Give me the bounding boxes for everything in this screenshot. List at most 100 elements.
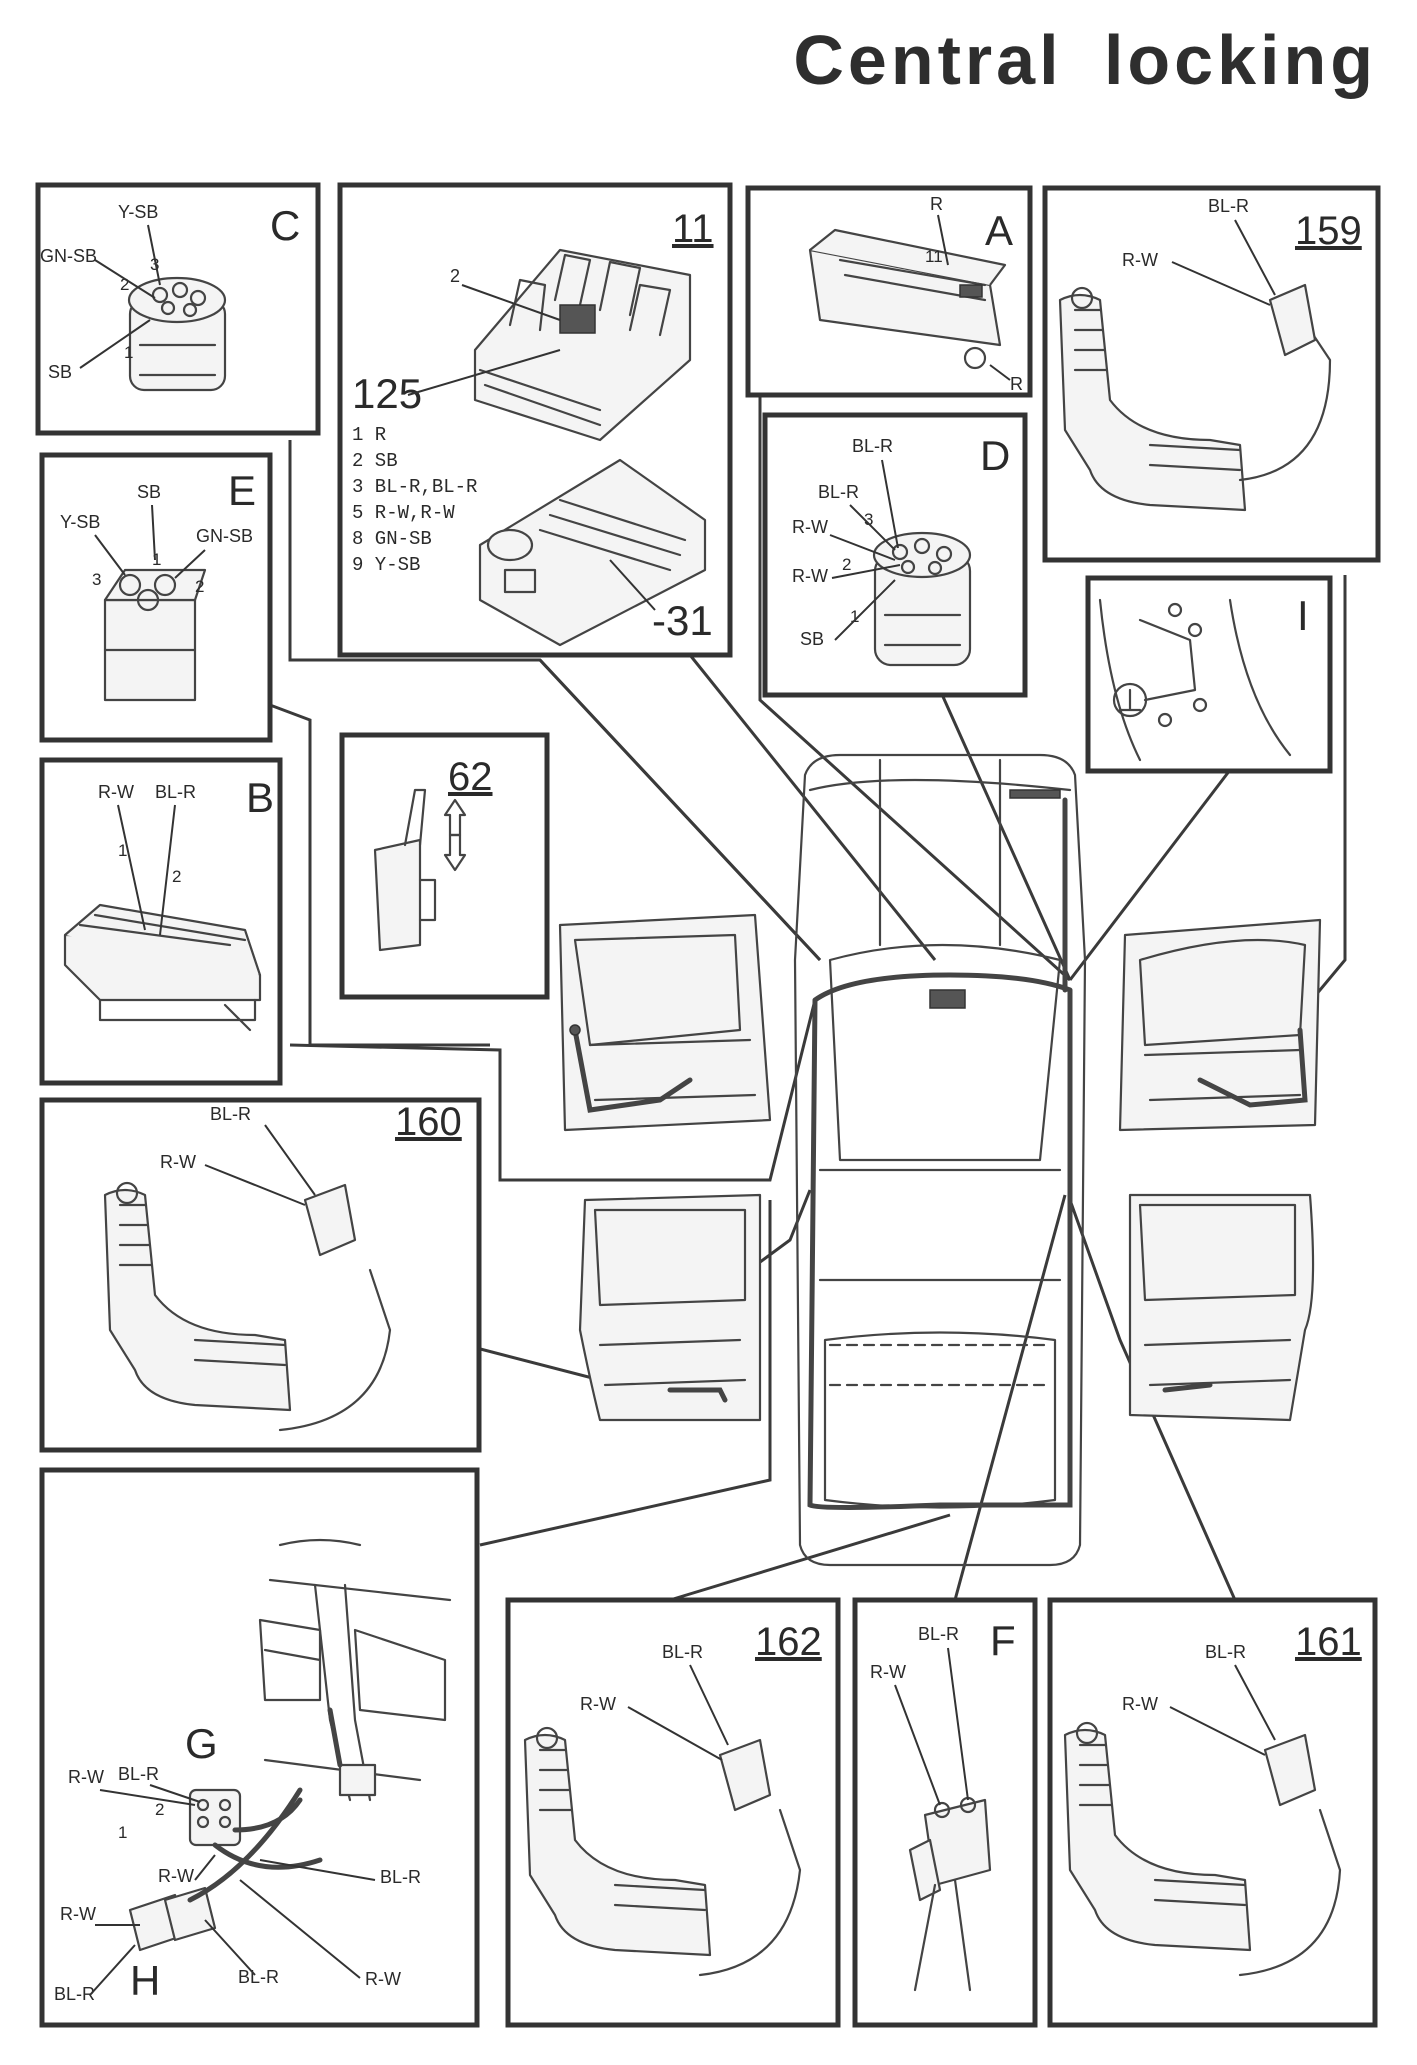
callout-number: -31	[652, 597, 713, 644]
door-post-drawing	[1098, 598, 1292, 762]
lock-actuator-drawing	[1063, 1721, 1342, 1977]
rear-left-door	[578, 1193, 762, 1422]
legend-line: 5 R-W,R-W	[352, 502, 455, 524]
panel-d-letter: D	[980, 432, 1010, 479]
front-left-door	[558, 913, 772, 1132]
pin-number: 2	[155, 1800, 164, 1819]
pin-number: 3	[864, 510, 873, 529]
connector-g-drawing	[188, 1788, 242, 1847]
panel-f-letter: F	[990, 1617, 1016, 1664]
panel-161-number: 161	[1295, 1620, 1362, 1664]
wire-label: GN-SB	[40, 246, 97, 266]
wire-label: SB	[137, 482, 161, 502]
page-title: Central locking	[793, 21, 1377, 99]
rectangular-connector-b	[63, 903, 262, 1032]
panel-161: 161 BL-R R-W	[1047, 1597, 1378, 2028]
pin-number: 3	[92, 570, 101, 589]
pin-number: 3	[150, 255, 159, 274]
legend-line: 3 BL-R,BL-R	[352, 476, 477, 498]
rectangular-connector-a	[808, 228, 1007, 370]
pin-number: 2	[195, 577, 204, 596]
panel-i: I	[1085, 575, 1333, 774]
round-connector-d	[872, 531, 972, 667]
wire-label: R-W	[792, 517, 828, 537]
wire-label: SB	[48, 362, 72, 382]
pin-number: 11	[925, 247, 943, 266]
pin-number: 1	[152, 550, 161, 569]
panel-f: F BL-R R-W	[852, 1597, 1038, 2028]
wire-label: R-W	[60, 1904, 96, 1924]
panel-c: C Y-SB GN-SB SB 3 2 1	[35, 182, 321, 436]
tailgate-drawing	[258, 1538, 452, 1802]
panel-b: B R-W BL-R 1 2	[39, 757, 283, 1086]
panel-a-letter: A	[985, 207, 1013, 254]
panel-62-number: 62	[448, 755, 493, 799]
wire-label: BL-R	[852, 436, 893, 456]
car-outline	[793, 753, 1087, 1567]
panel-159: 159 BL-R R-W	[1042, 185, 1381, 563]
wire-label: BL-R	[1205, 1642, 1246, 1662]
wire-label: BL-R	[918, 1624, 959, 1644]
pin-number: 1	[850, 607, 859, 626]
panel-a: A R 11 R	[745, 185, 1033, 398]
legend-line: 2 SB	[352, 450, 398, 472]
panel-162: 162 BL-R R-W	[505, 1597, 841, 2028]
wire-label: R-W	[1122, 250, 1158, 270]
wire-label: Y-SB	[60, 512, 100, 532]
wire-label: BL-R	[818, 482, 859, 502]
wire-label: R-W	[365, 1969, 401, 1989]
square-connector-e	[103, 568, 207, 702]
panel-g-letter: G	[185, 1720, 218, 1767]
panel-160: 160 BL-R R-W	[39, 1097, 482, 1453]
fuse-panel-drawing	[478, 458, 707, 647]
panel-h-letter: H	[130, 1957, 160, 2004]
relay-box-drawing	[473, 248, 692, 442]
door-switch-drawing	[373, 788, 467, 952]
wire-label: BL-R	[380, 1867, 421, 1887]
wire-label: R-W	[68, 1767, 104, 1787]
legend-line: 8 GN-SB	[352, 528, 432, 550]
panel-b-letter: B	[246, 774, 274, 821]
pin-number: 1	[118, 1823, 127, 1842]
wire-label: R-W	[580, 1694, 616, 1714]
lock-actuator-drawing	[523, 1726, 802, 1977]
connector-h-drawing	[128, 1886, 217, 1952]
panel-g: G H R-W BL-R 2 1 R-W R-W BL-R BL-R R-W	[39, 1467, 480, 2028]
round-connector-c	[127, 276, 227, 392]
lock-actuator-drawing	[103, 1181, 392, 1432]
panel-c-letter: C	[270, 202, 300, 249]
panel-11-fusebox: 11 2 125 -31 1 R 2 SB 3 BL-R,BL-R 5 R-W,…	[337, 182, 733, 658]
lock-actuator-drawing	[1058, 283, 1332, 512]
panel-159-number: 159	[1295, 209, 1362, 253]
panel-62: 62	[339, 732, 550, 1000]
wire-label: R-W	[870, 1662, 906, 1682]
wire-label: BL-R	[1208, 196, 1249, 216]
wire-label: Y-SB	[118, 202, 158, 222]
wire-label: GN-SB	[196, 526, 253, 546]
panel-d: D BL-R BL-R R-W R-W SB 3 2 1	[762, 412, 1028, 698]
panel-e: E SB Y-SB GN-SB 1 3 2	[39, 452, 273, 743]
wire-legend: 1 R 2 SB 3 BL-R,BL-R 5 R-W,R-W 8 GN-SB 9…	[352, 424, 477, 576]
wire-label: R-W	[158, 1866, 194, 1886]
panel-162-number: 162	[755, 1620, 822, 1664]
pin-number: 2	[120, 275, 129, 294]
legend-line: 9 Y-SB	[352, 554, 420, 576]
wire-label: BL-R	[210, 1104, 251, 1124]
wire-label: R-W	[792, 566, 828, 586]
wire-label: R	[930, 194, 943, 214]
pin-number: 2	[172, 867, 181, 886]
wire-label: BL-R	[238, 1967, 279, 1987]
wire-label: R	[1010, 374, 1023, 394]
square-connector-f	[908, 1796, 992, 1992]
wire-label: BL-R	[155, 782, 196, 802]
wire-label: BL-R	[54, 1984, 95, 2004]
pin-number: 2	[842, 555, 851, 574]
callout-number: 2	[450, 266, 460, 286]
wire-label: BL-R	[662, 1642, 703, 1662]
panel-e-letter: E	[228, 467, 256, 514]
panel-11-number: 11	[672, 207, 714, 251]
wire-label: R-W	[160, 1152, 196, 1172]
wire-label: R-W	[1122, 1694, 1158, 1714]
wire-label: SB	[800, 629, 824, 649]
